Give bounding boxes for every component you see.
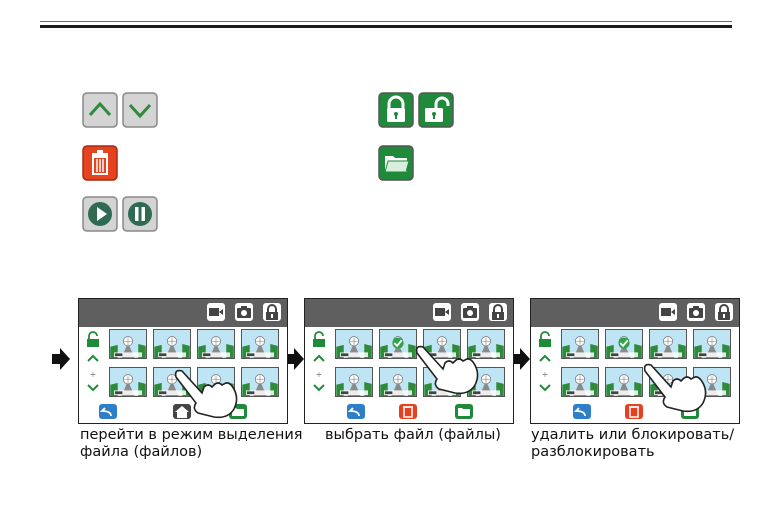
screen-top-bar	[305, 299, 513, 327]
lock-status-icon[interactable]	[489, 303, 507, 321]
header-rule-thin	[40, 21, 732, 22]
play-icon	[82, 196, 118, 232]
trash-icon	[82, 145, 118, 181]
step-arrow-icon	[286, 348, 304, 370]
step-arrow-icon	[512, 348, 530, 370]
screen-top-bar	[79, 299, 287, 327]
folder-icon[interactable]	[455, 404, 473, 419]
screen-top-bar	[531, 299, 739, 327]
file-thumbnail[interactable]	[467, 367, 505, 397]
svg-text:÷: ÷	[316, 370, 323, 379]
lock-status-icon[interactable]	[715, 303, 733, 321]
screen-side-controls: ÷	[535, 329, 555, 409]
folder-icon[interactable]	[681, 404, 699, 419]
step-caption-line: перейти в режим выделения	[80, 427, 303, 443]
file-thumbnail[interactable]	[241, 329, 279, 359]
file-thumbnail[interactable]	[423, 329, 461, 359]
lock-status-icon[interactable]	[263, 303, 281, 321]
file-thumbnail[interactable]	[605, 329, 643, 359]
photo-mode-icon[interactable]	[687, 303, 705, 321]
file-thumbnail[interactable]	[109, 367, 147, 397]
trash-icon[interactable]	[399, 404, 417, 419]
step-caption-3: удалить или блокировать/ разблокировать	[531, 427, 734, 461]
step-caption-line: разблокировать	[531, 444, 655, 460]
file-thumbnail[interactable]	[467, 329, 505, 359]
device-screen-step-2: ÷	[304, 298, 514, 424]
step-caption-line: файла (файлов)	[80, 444, 203, 460]
step-caption-line: удалить или блокировать/	[531, 427, 735, 443]
file-thumbnail[interactable]	[153, 367, 191, 397]
file-thumbnail[interactable]	[241, 367, 279, 397]
file-thumbnail[interactable]	[561, 329, 599, 359]
pause-icon	[122, 196, 158, 232]
device-screen-step-1: ÷	[78, 298, 288, 424]
back-icon[interactable]	[99, 404, 117, 419]
file-thumbnail[interactable]	[693, 329, 731, 359]
photo-mode-icon[interactable]	[235, 303, 253, 321]
up-arrow-icon	[82, 92, 118, 128]
folder-icon	[378, 145, 414, 181]
step-caption-2: выбрать файл (файлы)	[325, 427, 501, 444]
screen-side-controls: ÷	[83, 329, 103, 409]
trash-icon[interactable]	[625, 404, 643, 419]
unlock-icon	[418, 92, 454, 128]
svg-text:÷: ÷	[90, 370, 97, 379]
lock-icon	[378, 92, 414, 128]
file-thumbnail[interactable]	[379, 329, 417, 359]
file-thumbnail[interactable]	[649, 329, 687, 359]
file-thumbnail[interactable]	[649, 367, 687, 397]
back-icon[interactable]	[347, 404, 365, 419]
file-thumbnail[interactable]	[379, 367, 417, 397]
screen-side-controls: ÷	[309, 329, 329, 409]
home-icon[interactable]	[173, 404, 191, 419]
down-arrow-icon	[122, 92, 158, 128]
file-thumbnail[interactable]	[335, 329, 373, 359]
file-thumbnail[interactable]	[693, 367, 731, 397]
video-mode-icon[interactable]	[659, 303, 677, 321]
file-thumbnail[interactable]	[197, 367, 235, 397]
header-rule	[40, 25, 732, 28]
step-caption-line: выбрать файл (файлы)	[325, 427, 501, 443]
file-thumbnail[interactable]	[561, 367, 599, 397]
folder-icon[interactable]	[229, 404, 247, 419]
step-arrow-icon	[52, 348, 70, 370]
video-mode-icon[interactable]	[207, 303, 225, 321]
back-icon[interactable]	[573, 404, 591, 419]
svg-text:÷: ÷	[542, 370, 549, 379]
device-screen-step-3: ÷	[530, 298, 740, 424]
file-thumbnail[interactable]	[153, 329, 191, 359]
video-mode-icon[interactable]	[433, 303, 451, 321]
file-thumbnail[interactable]	[423, 367, 461, 397]
step-caption-1: перейти в режим выделения файла (файлов)	[80, 427, 303, 461]
file-thumbnail[interactable]	[605, 367, 643, 397]
file-thumbnail[interactable]	[109, 329, 147, 359]
file-thumbnail[interactable]	[335, 367, 373, 397]
photo-mode-icon[interactable]	[461, 303, 479, 321]
file-thumbnail[interactable]	[197, 329, 235, 359]
